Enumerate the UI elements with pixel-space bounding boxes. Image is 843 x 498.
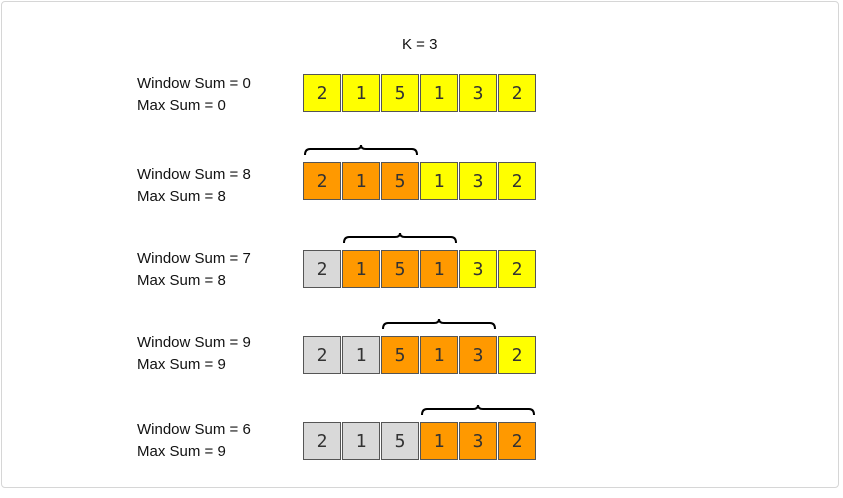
array-cell: 2 xyxy=(498,422,536,460)
array-cell: 3 xyxy=(459,74,497,112)
array-cell: 2 xyxy=(498,74,536,112)
array-cell: 1 xyxy=(342,162,380,200)
step-labels: Window Sum = 9 Max Sum = 9 xyxy=(137,332,297,376)
array-cells: 2 1 5 1 3 2 xyxy=(303,74,536,112)
array-cell: 1 xyxy=(420,336,458,374)
window-sum-label: Window Sum = 8 xyxy=(137,166,251,183)
window-sum-label: Window Sum = 9 xyxy=(137,334,251,351)
array-cell: 2 xyxy=(303,74,341,112)
step-labels: Window Sum = 7 Max Sum = 8 xyxy=(137,248,297,292)
array-cell: 3 xyxy=(459,250,497,288)
window-sum-label: Window Sum = 0 xyxy=(137,75,251,92)
step-row-4: Window Sum = 6 Max Sum = 9 2 1 5 1 3 2 xyxy=(0,418,843,498)
array-cell: 1 xyxy=(342,74,380,112)
array-cells: 2 1 5 1 3 2 xyxy=(303,336,536,374)
array-cell: 5 xyxy=(381,336,419,374)
array-cell: 1 xyxy=(420,162,458,200)
array-cell: 5 xyxy=(381,162,419,200)
array-cell: 2 xyxy=(303,162,341,200)
max-sum-label: Max Sum = 0 xyxy=(137,97,226,114)
array-cell: 5 xyxy=(381,250,419,288)
max-sum-label: Max Sum = 8 xyxy=(137,272,226,289)
window-sum-label: Window Sum = 6 xyxy=(137,421,251,438)
array-cells: 2 1 5 1 3 2 xyxy=(303,162,536,200)
array-cell: 3 xyxy=(459,422,497,460)
array-cell: 1 xyxy=(420,74,458,112)
step-row-1: Window Sum = 8 Max Sum = 8 2 1 5 1 3 2 xyxy=(0,158,843,238)
array-cells: 2 1 5 1 3 2 xyxy=(303,250,536,288)
step-labels: Window Sum = 6 Max Sum = 9 xyxy=(137,419,297,463)
array-cell: 1 xyxy=(342,336,380,374)
step-labels: Window Sum = 0 Max Sum = 0 xyxy=(137,73,297,117)
array-cell: 2 xyxy=(498,336,536,374)
step-row-3: Window Sum = 9 Max Sum = 9 2 1 5 1 3 2 xyxy=(0,332,843,412)
array-cell: 2 xyxy=(303,336,341,374)
array-cell: 5 xyxy=(381,422,419,460)
step-row-2: Window Sum = 7 Max Sum = 8 2 1 5 1 3 2 xyxy=(0,246,843,326)
max-sum-label: Max Sum = 9 xyxy=(137,356,226,373)
max-sum-label: Max Sum = 9 xyxy=(137,443,226,460)
array-cell: 3 xyxy=(459,336,497,374)
array-cell: 1 xyxy=(420,422,458,460)
array-cell: 2 xyxy=(498,162,536,200)
step-row-0: Window Sum = 0 Max Sum = 0 2 1 5 1 3 2 xyxy=(0,70,843,150)
step-labels: Window Sum = 8 Max Sum = 8 xyxy=(137,164,297,208)
array-cells: 2 1 5 1 3 2 xyxy=(303,422,536,460)
array-cell: 5 xyxy=(381,74,419,112)
array-cell: 3 xyxy=(459,162,497,200)
window-sum-label: Window Sum = 7 xyxy=(137,250,251,267)
array-cell: 1 xyxy=(342,250,380,288)
k-label: K = 3 xyxy=(402,36,438,53)
array-cell: 1 xyxy=(342,422,380,460)
array-cell: 2 xyxy=(303,422,341,460)
array-cell: 2 xyxy=(303,250,341,288)
max-sum-label: Max Sum = 8 xyxy=(137,188,226,205)
array-cell: 1 xyxy=(420,250,458,288)
array-cell: 2 xyxy=(498,250,536,288)
